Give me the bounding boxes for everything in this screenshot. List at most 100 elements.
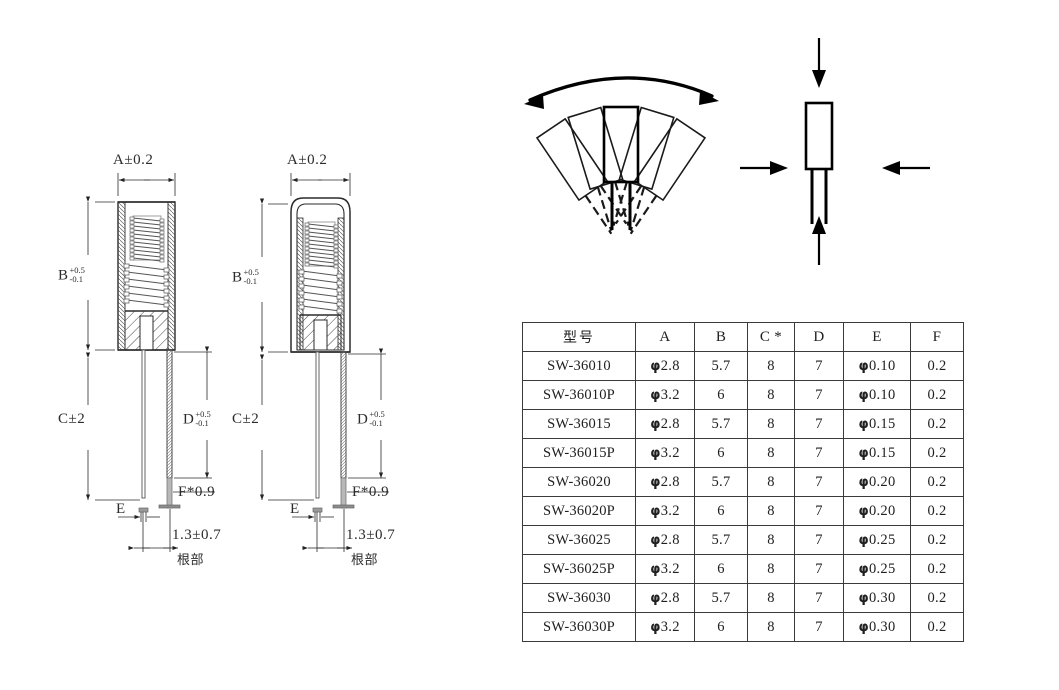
dim-D-right <box>348 348 386 479</box>
ghost-pos-5 <box>614 117 707 235</box>
cell-e: φ0.10 <box>843 351 911 381</box>
tilt-arrow-left <box>524 95 544 109</box>
dim-E-left <box>118 512 160 522</box>
cell-f: 0.2 <box>910 380 964 410</box>
cell-model: SW-36025 <box>522 525 636 555</box>
cell-a: φ2.8 <box>635 351 695 381</box>
cell-e: φ0.15 <box>843 409 911 439</box>
dim-B-right <box>259 198 288 353</box>
label-C-right: C±2 <box>232 411 260 427</box>
cell-c: 8 <box>747 351 795 381</box>
cell-a: φ3.2 <box>635 496 695 526</box>
label-D-left: D+0.5-0.1 <box>183 409 211 428</box>
lead-long-left <box>166 349 173 509</box>
cell-model: SW-36030P <box>522 612 636 642</box>
cell-f: 0.2 <box>910 583 964 613</box>
cell-c: 8 <box>747 612 795 642</box>
moulded-base-right <box>299 314 342 351</box>
label-B-right: B+0.5-0.1 <box>232 267 259 286</box>
header-b: B <box>694 322 748 352</box>
spring-coil-lower-right <box>298 269 343 314</box>
ghost-pos-4 <box>612 106 675 232</box>
cell-f: 0.2 <box>910 438 964 468</box>
dim-E-right <box>292 512 334 522</box>
dim-root-right <box>302 509 352 552</box>
spring-coil-lower-left <box>123 263 170 308</box>
cell-d: 7 <box>794 467 844 497</box>
lead-long-right <box>340 351 347 509</box>
table-header-row: 型号 A B C * D E F <box>522 322 964 352</box>
cell-model: SW-36025P <box>522 554 636 584</box>
view-compression-diagram <box>740 38 930 265</box>
label-A-right: A±0.2 <box>287 152 328 168</box>
ghost-pos-3-centre <box>602 105 640 230</box>
header-a: A <box>635 322 695 352</box>
tilt-arc <box>528 76 714 102</box>
force-arrow-left <box>740 161 788 175</box>
dim-C-right <box>259 354 314 501</box>
lead-short-left <box>141 349 146 499</box>
spring-coil-left <box>129 215 165 263</box>
cell-c: 8 <box>747 525 795 555</box>
cell-model: SW-36015 <box>522 409 636 439</box>
dim-D-left <box>174 346 212 479</box>
cell-model: SW-36015P <box>522 438 636 468</box>
view-p-type <box>259 173 389 552</box>
cell-d: 7 <box>794 583 844 613</box>
cell-f: 0.2 <box>910 467 964 497</box>
cell-a: φ3.2 <box>635 380 695 410</box>
compression-sensor-body <box>804 101 834 171</box>
cell-b: 5.7 <box>694 409 748 439</box>
tilt-arrow-right <box>699 91 719 105</box>
cell-e: φ0.25 <box>843 554 911 584</box>
cell-b: 6 <box>694 438 748 468</box>
cell-f: 0.2 <box>910 409 964 439</box>
cell-c: 8 <box>747 554 795 584</box>
cell-c: 8 <box>747 467 795 497</box>
header-c: C * <box>747 322 795 352</box>
cell-d: 7 <box>794 409 844 439</box>
label-E-left: E <box>116 501 126 517</box>
dim-A-left <box>117 173 176 196</box>
cell-d: 7 <box>794 351 844 381</box>
force-arrow-right <box>882 161 930 175</box>
cell-f: 0.2 <box>910 351 964 381</box>
cell-f: 0.2 <box>910 525 964 555</box>
moulded-base-left <box>124 310 169 351</box>
label-root-text-left: 根部 <box>177 553 205 568</box>
force-arrow-bottom <box>812 216 826 265</box>
header-model: 型号 <box>522 322 636 352</box>
cell-d: 7 <box>794 438 844 468</box>
ghost-pos-2 <box>567 106 630 232</box>
cell-a: φ3.2 <box>635 612 695 642</box>
cell-model: SW-36010P <box>522 380 636 410</box>
force-arrow-top <box>812 38 826 88</box>
cell-b: 5.7 <box>694 583 748 613</box>
cell-b: 6 <box>694 380 748 410</box>
cell-e: φ0.30 <box>843 583 911 613</box>
label-F-right: F*0.9 <box>352 484 390 500</box>
cell-model: SW-36010 <box>522 351 636 381</box>
label-A-left: A±0.2 <box>113 152 154 168</box>
dim-C-left <box>85 352 140 501</box>
label-root-dim-right: 1.3±0.7 <box>346 527 396 543</box>
cell-e: φ0.15 <box>843 438 911 468</box>
label-B-left: B+0.5-0.1 <box>58 265 85 284</box>
cell-e: φ0.20 <box>843 496 911 526</box>
cell-b: 5.7 <box>694 467 748 497</box>
cell-c: 8 <box>747 438 795 468</box>
cell-b: 6 <box>694 554 748 584</box>
cell-a: φ2.8 <box>635 583 695 613</box>
ghost-pos-1 <box>535 117 628 235</box>
cell-d: 7 <box>794 525 844 555</box>
cell-model: SW-36030 <box>522 583 636 613</box>
lead-short-right <box>315 351 320 499</box>
view-standard <box>85 173 215 552</box>
dim-B-left <box>85 196 115 351</box>
cell-f: 0.2 <box>910 554 964 584</box>
